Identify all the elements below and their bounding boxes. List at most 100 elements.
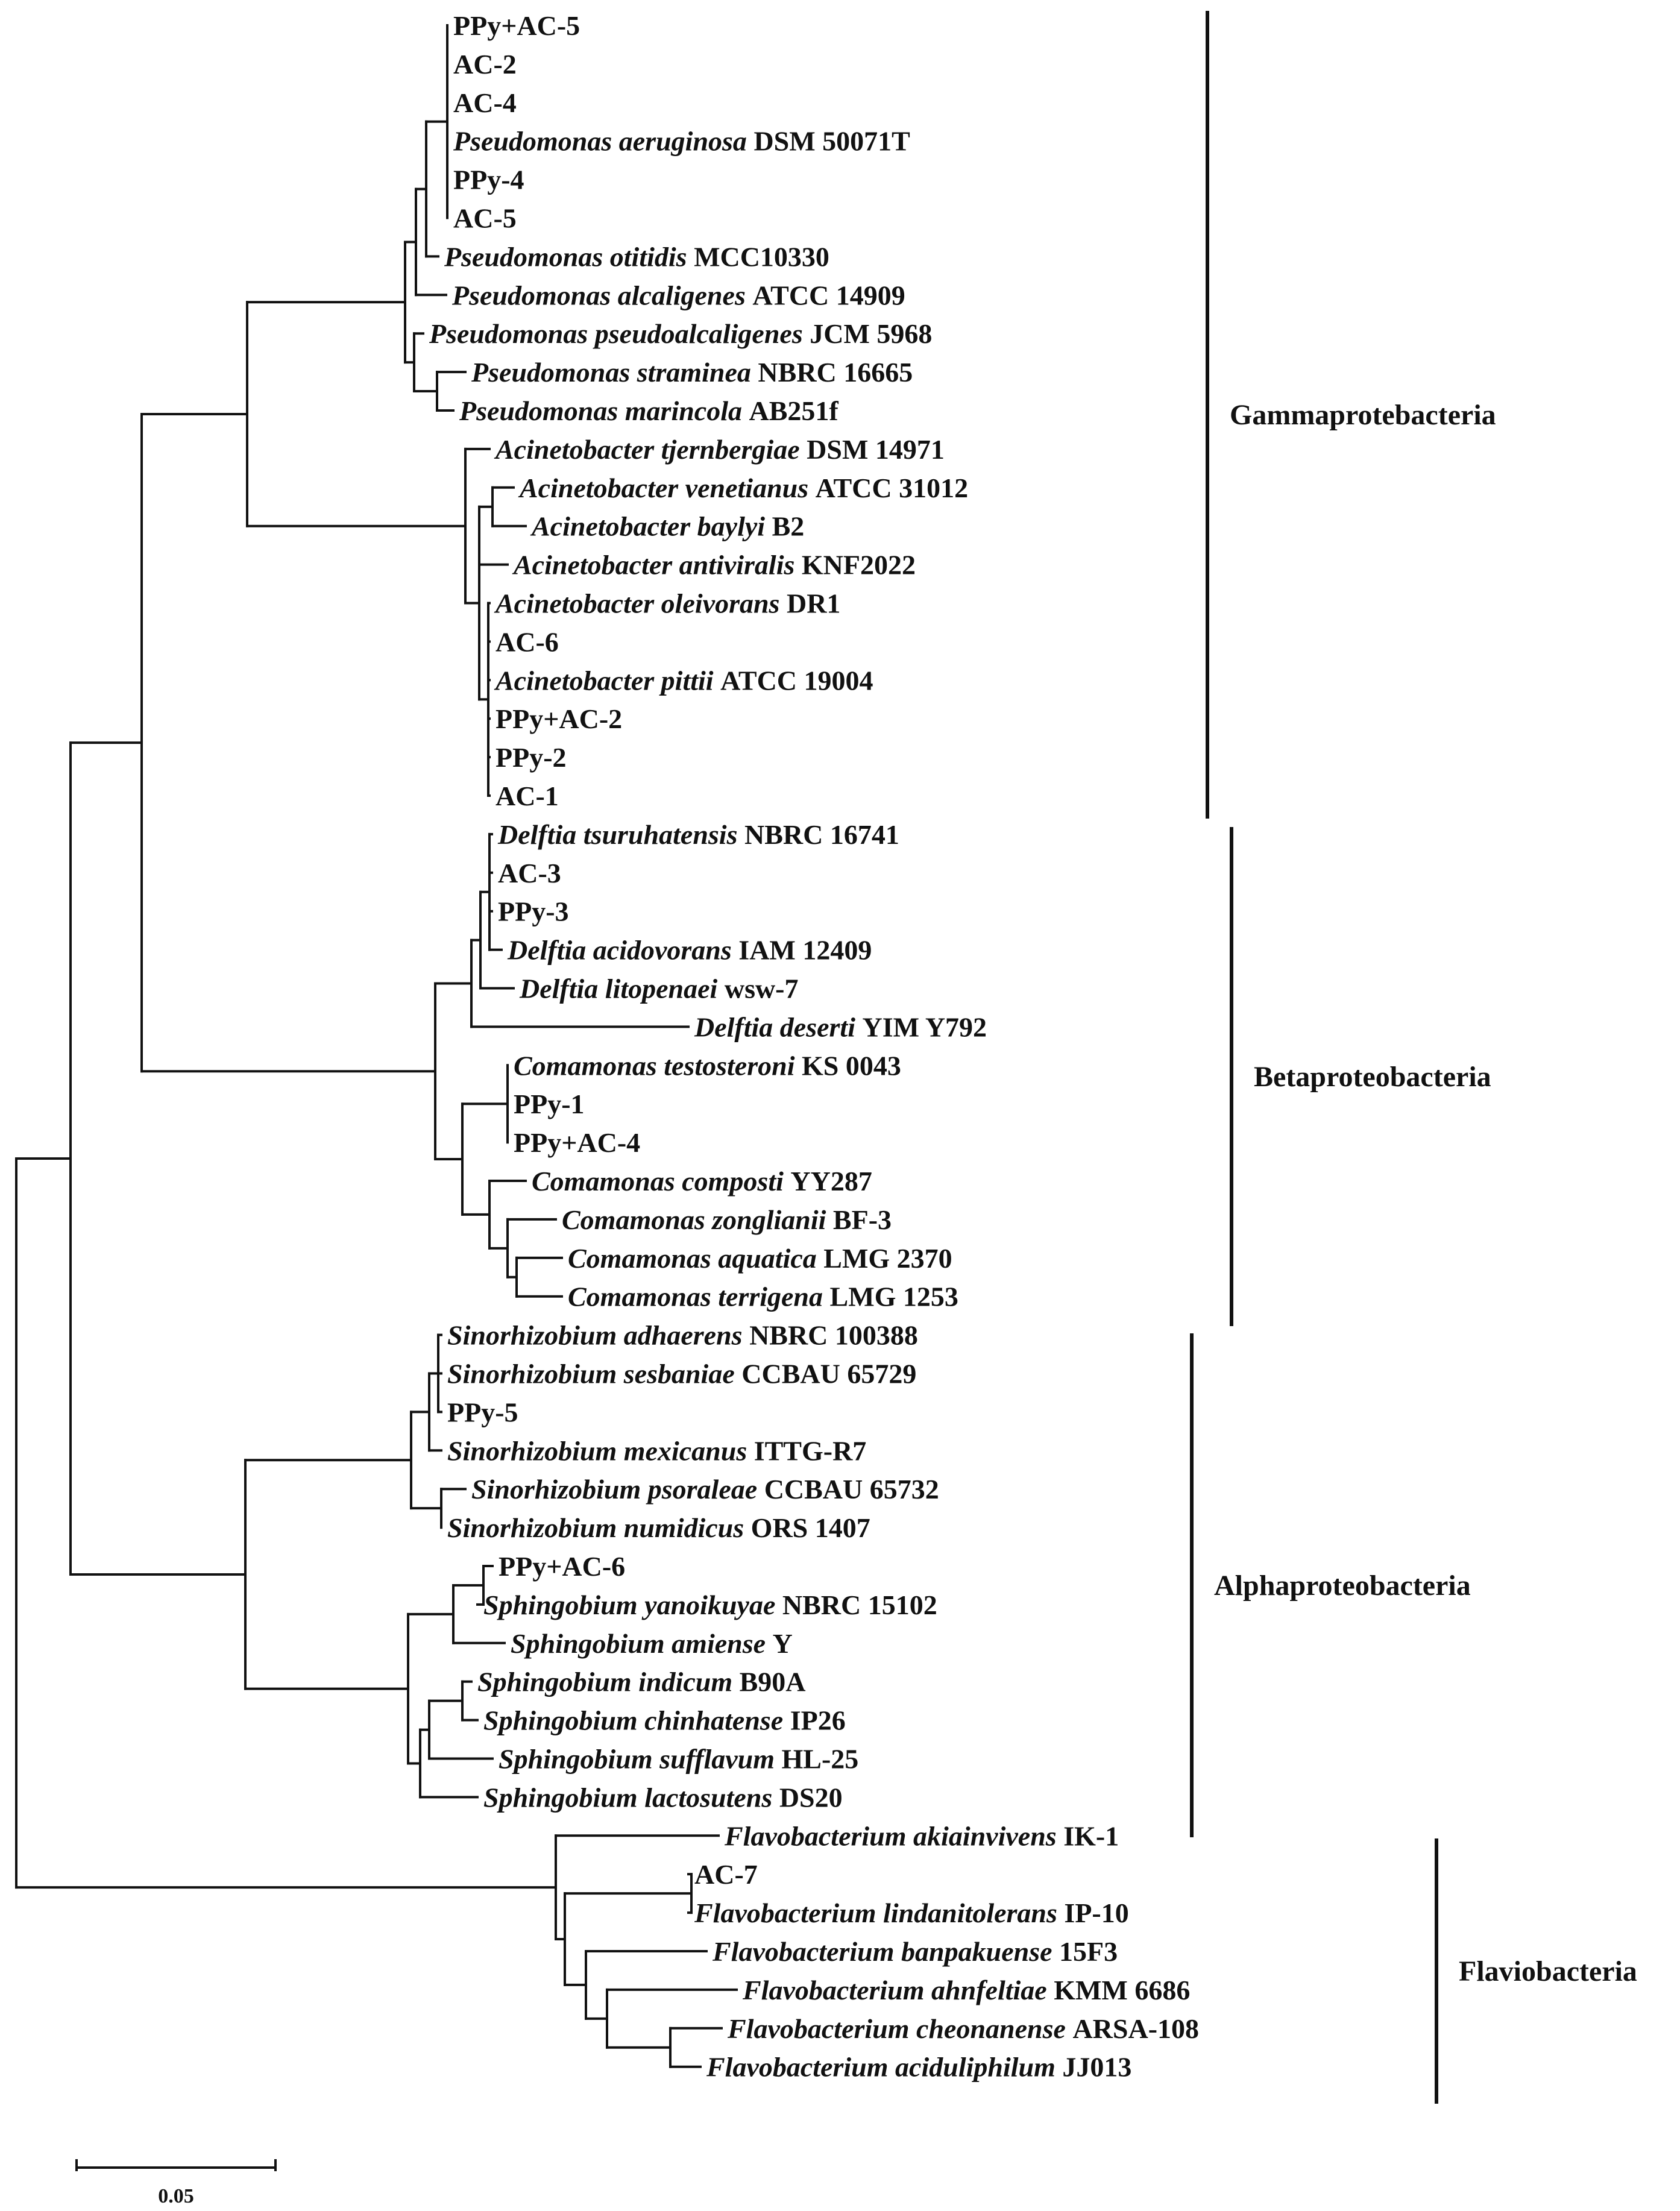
species-name: Pseudomonas alcaligenes: [451, 280, 752, 310]
group-label-flaviobacteria: Flaviobacteria: [1459, 1955, 1637, 1987]
strain-id: PPy-3: [498, 896, 569, 927]
strain-id: MCC10330: [694, 241, 829, 272]
species-name: Flavobacterium ahnfeltiae: [742, 1975, 1054, 2005]
species-name: Delftia acidovorans: [507, 935, 738, 966]
strain-id: PPy+AC-2: [496, 703, 622, 734]
strain-id: ARSA-108: [1072, 2013, 1199, 2044]
species-name: Flavobacterium banpakuense: [712, 1936, 1059, 1967]
tree-branches: [15, 24, 738, 2068]
strain-id: PPy+AC-6: [499, 1551, 625, 1582]
species-name: Comamonas terrigena: [568, 1282, 830, 1312]
taxon-label-ppy-5: PPy-5: [447, 1397, 518, 1427]
strain-id: HL-25: [782, 1744, 859, 1775]
strain-id: AC-3: [498, 858, 561, 888]
taxon-label-ks-0043: Comamonas testosteroni KS 0043: [514, 1050, 901, 1081]
strain-id: BF-3: [833, 1204, 892, 1235]
strain-id: DSM 50071T: [753, 126, 910, 157]
species-name: Flavobacterium akiainvivens: [724, 1820, 1063, 1851]
species-name: Comamonas composti: [532, 1166, 790, 1197]
species-name: Acinetobacter pittii: [494, 665, 720, 696]
species-name: Sinorhizobium sesbaniae: [447, 1359, 741, 1389]
taxon-label-mcc10330: Pseudomonas otitidis MCC10330: [444, 241, 829, 272]
scale-bar: 0.05: [75, 2159, 277, 2207]
strain-id: ATCC 14909: [752, 280, 905, 310]
species-name: Flavobacterium aciduliphilum: [706, 2052, 1062, 2083]
strain-id: Y: [773, 1628, 793, 1659]
group-brackets: [1190, 11, 1438, 2104]
species-name: Delftia tsuruhatensis: [497, 819, 744, 850]
taxon-label-dsm-14971: Acinetobacter tjernbergiae DSM 14971: [494, 434, 945, 465]
strain-id: 15F3: [1059, 1936, 1118, 1967]
species-name: Sphingobium chinhatense: [483, 1705, 790, 1736]
taxon-label-iam-12409: Delftia acidovorans IAM 12409: [507, 935, 872, 966]
strain-id: AB251f: [749, 395, 839, 426]
species-name: Pseudomonas aeruginosa: [453, 126, 753, 157]
strain-id: KNF2022: [802, 550, 916, 580]
strain-id: DSM 14971: [807, 434, 945, 465]
taxon-label-yy287: Comamonas composti YY287: [532, 1166, 872, 1197]
taxon-label-ac-6: AC-6: [496, 626, 559, 657]
strain-id: DR1: [787, 588, 840, 619]
strain-id: AC-5: [453, 203, 517, 234]
taxon-label-atcc-19004: Acinetobacter pittii ATCC 19004: [494, 665, 873, 696]
taxon-label-ds20: Sphingobium lactosutens DS20: [483, 1782, 843, 1813]
taxon-label-ccbau-65732: Sinorhizobium psoraleae CCBAU 65732: [471, 1474, 939, 1505]
species-name: Delftia litopenaei: [519, 973, 725, 1004]
taxon-label-15f3: Flavobacterium banpakuense 15F3: [712, 1936, 1118, 1967]
taxon-label-hl-25: Sphingobium sufflavum HL-25: [499, 1744, 858, 1775]
strain-id: PPy+AC-5: [453, 10, 580, 41]
strain-id: DS20: [779, 1782, 843, 1813]
taxon-label-dsm-50071t: Pseudomonas aeruginosa DSM 50071T: [453, 126, 910, 157]
strain-id: IAM 12409: [738, 935, 872, 966]
strain-id: wsw-7: [725, 973, 799, 1004]
taxon-label-yim-y792: Delftia deserti YIM Y792: [694, 1011, 987, 1042]
strain-id: NBRC 15102: [782, 1590, 937, 1620]
species-name: Pseudomonas otitidis: [444, 241, 694, 272]
taxon-label-dr1: Acinetobacter oleivorans DR1: [494, 588, 840, 619]
species-name: Pseudomonas marincola: [459, 395, 749, 426]
taxon-label-wsw-7: Delftia litopenaei wsw-7: [519, 973, 799, 1004]
taxon-label-bf-3: Comamonas zonglianii BF-3: [562, 1204, 892, 1235]
strain-id: CCBAU 65732: [764, 1474, 939, 1505]
species-name: Comamonas testosteroni: [514, 1050, 802, 1081]
species-name: Sinorhizobium numidicus: [447, 1512, 751, 1543]
taxon-label-y: Sphingobium amiense Y: [511, 1628, 793, 1659]
species-name: Delftia deserti: [694, 1011, 863, 1042]
species-name: Acinetobacter antiviralis: [512, 550, 802, 580]
strain-id: PPy-2: [496, 742, 567, 773]
strain-id: ITTG-R7: [754, 1435, 867, 1466]
strain-id: KMM 6686: [1054, 1975, 1190, 2005]
taxon-label-ip-10: Flavobacterium lindanitolerans IP-10: [694, 1898, 1129, 1928]
taxon-label-ppy-1: PPy-1: [514, 1089, 585, 1119]
taxon-label-nbrc-15102: Sphingobium yanoikuyae NBRC 15102: [483, 1590, 937, 1620]
species-name: Sphingobium sufflavum: [499, 1744, 782, 1775]
strain-id: ORS 1407: [751, 1512, 870, 1543]
species-name: Acinetobacter venetianus: [518, 473, 816, 503]
strain-id: LMG 1253: [830, 1282, 958, 1312]
group-label-gammaprotebacteria: Gammaprotebacteria: [1230, 399, 1496, 431]
taxon-label-jcm-5968: Pseudomonas pseudoalcaligenes JCM 5968: [429, 318, 932, 349]
species-name: Sinorhizobium mexicanus: [447, 1435, 754, 1466]
taxon-label-ittg-r7: Sinorhizobium mexicanus ITTG-R7: [447, 1435, 866, 1466]
strain-id: JCM 5968: [810, 318, 932, 349]
taxon-label-ccbau-65729: Sinorhizobium sesbaniae CCBAU 65729: [447, 1359, 916, 1389]
taxon-label-jj013: Flavobacterium aciduliphilum JJ013: [706, 2052, 1131, 2083]
species-name: Pseudomonas straminea: [471, 357, 758, 388]
strain-id: PPy-5: [447, 1397, 518, 1427]
strain-id: AC-6: [496, 626, 559, 657]
strain-id: ATCC 19004: [720, 665, 873, 696]
species-name: Sinorhizobium psoraleae: [471, 1474, 764, 1505]
taxon-label-arsa-108: Flavobacterium cheonanense ARSA-108: [727, 2013, 1199, 2044]
strain-id: YIM Y792: [863, 1011, 987, 1042]
strain-id: AC-7: [694, 1859, 758, 1890]
strain-id: IK-1: [1063, 1820, 1119, 1851]
species-name: Comamonas zonglianii: [562, 1204, 833, 1235]
strain-id: NBRC 100388: [749, 1320, 918, 1351]
taxon-label-ppy-2: PPy-2: [496, 742, 567, 773]
strain-id: CCBAU 65729: [741, 1359, 916, 1389]
strain-id: KS 0043: [802, 1050, 901, 1081]
taxon-label-nbrc-100388: Sinorhizobium adhaerens NBRC 100388: [447, 1320, 918, 1351]
taxon-label-ac-7: AC-7: [694, 1859, 758, 1890]
strain-id: LMG 2370: [823, 1243, 952, 1274]
